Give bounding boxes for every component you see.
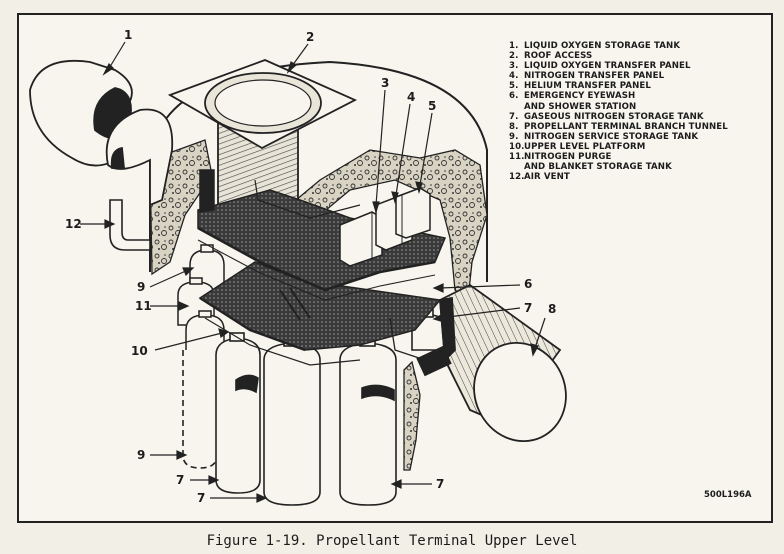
air-vent-pipe [109, 199, 151, 251]
legend-item: 6. EMERGENCY EYEWASH [509, 91, 728, 101]
legend-item: AND SHOWER STATION [509, 102, 728, 112]
callout-9-lower: 9 [137, 448, 146, 462]
legend-text: PROPELLANT TERMINAL BRANCH TUNNEL [524, 121, 728, 132]
liquid-oxygen-storage-tank [29, 60, 174, 207]
legend-item: 9. NITROGEN SERVICE STORAGE TANK [509, 132, 728, 142]
legend-number: 8. [509, 121, 519, 132]
callout-9-upper: 9 [137, 280, 146, 294]
legend-number: 5. [509, 81, 519, 92]
legend-item: 4. NITROGEN TRANSFER PANEL [509, 71, 728, 81]
legend-number: 9. [509, 131, 519, 142]
callout-5: 5 [428, 99, 437, 113]
legend-text: EMERGENCY EYEWASH [524, 91, 636, 102]
legend-text: LIQUID OXYGEN TRANSFER PANEL [524, 61, 691, 72]
legend-item: 11.NITROGEN PURGE [509, 152, 728, 162]
legend-item: 5. HELIUM TRANSFER PANEL [509, 81, 728, 91]
legend-item: 10.UPPER LEVEL PLATFORM [509, 142, 728, 152]
legend-item: 7. GASEOUS NITROGEN STORAGE TANK [509, 112, 728, 122]
legend: 1. LIQUID OXYGEN STORAGE TANK 2. ROOF ACCES… [509, 41, 728, 182]
legend-text: NITROGEN PURGE [524, 152, 612, 163]
callout-2: 2 [306, 30, 315, 44]
legend-text: NITROGEN SERVICE STORAGE TANK [524, 131, 699, 142]
callout-7-bottom: 7 [197, 491, 206, 505]
legend-item: 2. ROOF ACCESS [509, 51, 728, 61]
legend-item: 8. PROPELLANT TERMINAL BRANCH TUNNEL [509, 122, 728, 132]
callout-10: 10 [131, 344, 148, 358]
callout-12: 12 [65, 217, 82, 231]
drawing-code: 500L196A [704, 490, 752, 500]
legend-number: 1. [509, 41, 519, 51]
callout-1: 1 [124, 28, 133, 42]
legend-text: AND BLANKET STORAGE TANK [524, 162, 672, 173]
legend-item: 3. LIQUID OXYGEN TRANSFER PANEL [509, 61, 728, 71]
legend-number: 10. [509, 141, 525, 152]
callout-7-left: 7 [176, 473, 185, 487]
figure-caption: Figure 1-19. Propellant Terminal Upper L… [206, 533, 578, 549]
legend-item: AND BLANKET STORAGE TANK [509, 162, 728, 172]
lower-platform [198, 261, 442, 366]
upper-level-platform [197, 169, 447, 301]
legend-text: UPPER LEVEL PLATFORM [524, 141, 646, 152]
legend-number: 7. [509, 111, 519, 122]
legend-number: 4. [509, 71, 519, 82]
callout-3: 3 [381, 76, 390, 90]
legend-number: 12. [509, 172, 525, 183]
callout-leaders [80, 41, 546, 503]
legend-item: 12.AIR VENT [509, 172, 728, 182]
callout-4: 4 [407, 90, 416, 104]
legend-number: 11. [509, 152, 525, 163]
legend-text: GASEOUS NITROGEN STORAGE TANK [524, 111, 704, 122]
callout-6: 6 [524, 277, 533, 291]
callout-7-right: 7 [436, 477, 445, 491]
legend-text: LIQUID OXYGEN STORAGE TANK [524, 41, 681, 51]
gaseous-nitrogen-tanks [182, 309, 445, 506]
legend-text: AND SHOWER STATION [524, 101, 637, 112]
callout-8: 8 [548, 302, 557, 316]
transfer-panels [339, 187, 431, 267]
legend-text: NITROGEN TRANSFER PANEL [524, 71, 665, 82]
legend-item: 1. LIQUID OXYGEN STORAGE TANK [509, 41, 728, 51]
legend-text: AIR VENT [524, 172, 570, 183]
legend-text: HELIUM TRANSFER PANEL [524, 81, 651, 92]
roof-access-shaft [167, 59, 358, 206]
propellant-branch-tunnel [416, 283, 567, 443]
legend-number: 3. [509, 61, 519, 72]
callout-7-tank: 7 [524, 301, 533, 315]
callout-11: 11 [135, 299, 152, 313]
legend-number: 2. [509, 51, 519, 62]
legend-text: ROOF ACCESS [524, 51, 593, 62]
legend-number: 6. [509, 91, 519, 102]
